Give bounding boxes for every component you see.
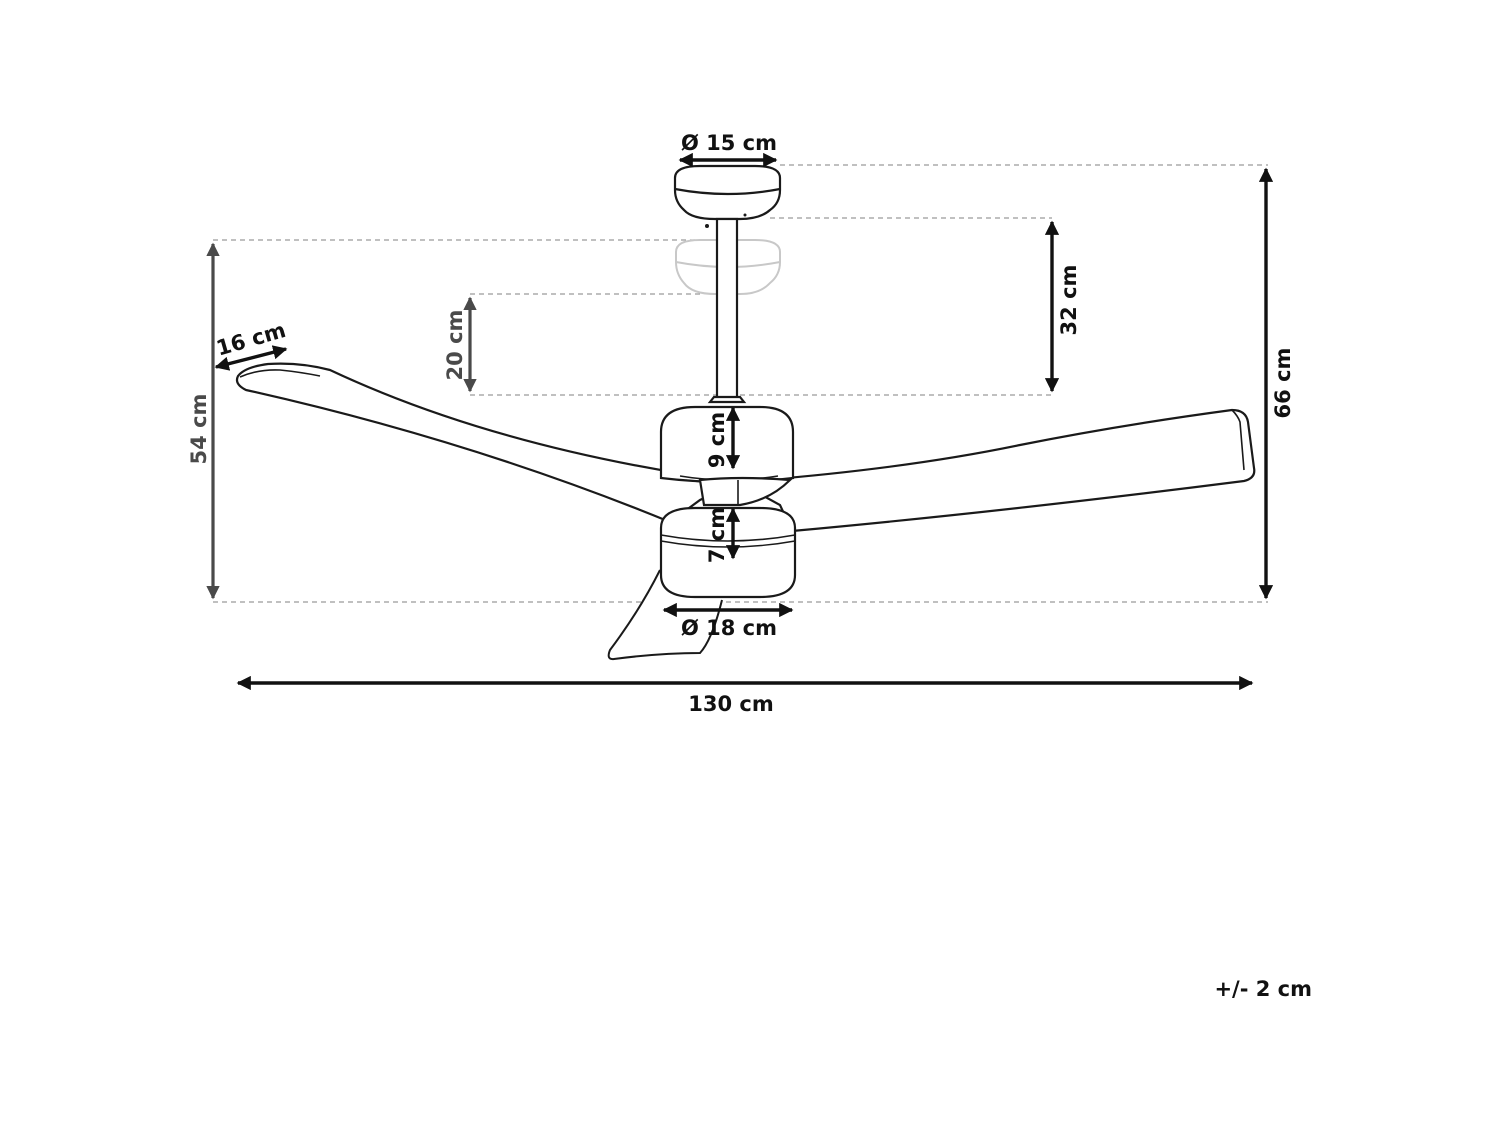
blade-width-label: 16 cm [214, 318, 289, 361]
dimension-arrows [214, 152, 1274, 691]
blade-hub [698, 476, 793, 507]
motor-height-label: 9 cm [705, 412, 729, 468]
canopy-diameter-label: Ø 15 cm [681, 131, 777, 155]
total-span-label: 130 cm [688, 692, 773, 716]
dimension-arrows-secondary [206, 242, 477, 600]
light-height-label: 7 cm [705, 507, 729, 563]
downrod [707, 217, 747, 404]
canopy [673, 164, 782, 228]
blade-width-arrow [214, 345, 288, 371]
total-height-label: 66 cm [1271, 348, 1295, 419]
min-drop-label: 20 cm [443, 310, 467, 381]
blade-height-label: 54 cm [187, 394, 211, 465]
light-diameter-label: Ø 18 cm [681, 616, 777, 640]
max-drop-label: 32 cm [1057, 265, 1081, 336]
blade-right [734, 408, 1256, 533]
tolerance-note: +/- 2 cm [1214, 977, 1312, 1001]
reference-lines [213, 164, 1268, 603]
